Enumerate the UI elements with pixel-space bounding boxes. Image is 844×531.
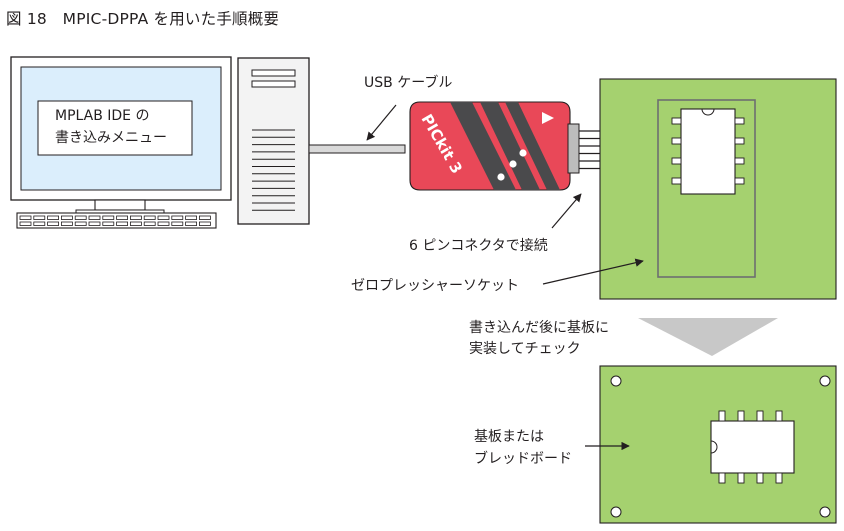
figure-title: 図 18 MPIC-DPPA を用いた手順概要 [6, 10, 280, 28]
cable-body [308, 144, 406, 154]
chip-pin [671, 137, 682, 145]
label-after-write-line-2: 実装してチェック [469, 341, 581, 357]
chip-pin [734, 137, 745, 145]
led-icon [509, 160, 517, 168]
key [116, 215, 128, 220]
label-after-write-line-1: 書き込んだ後に基板に [469, 320, 609, 336]
pc-tower [237, 57, 310, 225]
key [33, 221, 46, 226]
label-connector: 6 ピンコネクタで接続 [409, 238, 548, 254]
target-chip [710, 410, 795, 484]
mount-hole-icon [610, 506, 622, 518]
key [129, 221, 142, 226]
key [33, 215, 46, 220]
label-board-line-2: ブレッドボード [474, 451, 572, 467]
chip-notch [710, 440, 718, 454]
monitor-neck [94, 199, 146, 211]
mount-hole-icon [819, 506, 831, 518]
chip-notch [701, 108, 715, 116]
key [102, 221, 115, 226]
chip-pin [718, 410, 726, 422]
zif-socket-outline [657, 99, 756, 278]
key [143, 215, 156, 220]
big-down-arrow [638, 318, 778, 356]
key [61, 221, 73, 226]
keyboard-keys [19, 215, 211, 226]
key [47, 221, 59, 226]
drive-bay-2 [251, 80, 296, 88]
monitor [10, 56, 232, 214]
socket-chip-body [680, 108, 736, 195]
chip-pin [734, 157, 745, 165]
usb-cable [308, 144, 406, 154]
target-board [599, 365, 837, 524]
chip-pin [737, 410, 745, 422]
key [116, 221, 128, 226]
screen-text-line-2: 書き込みメニュー [55, 130, 167, 146]
target-chip-body [710, 420, 795, 474]
key [19, 215, 32, 220]
key [74, 221, 87, 226]
key [171, 221, 184, 226]
chip-pin [775, 472, 783, 484]
arrow-connector [551, 193, 582, 229]
writer-board [599, 78, 837, 300]
chip-pin [737, 472, 745, 484]
play-triangle-icon [542, 112, 554, 124]
label-zif-socket: ゼロプレッシャーソケット [351, 278, 519, 294]
target-board-pcb [599, 365, 837, 524]
screen-menu-box [37, 100, 193, 156]
key [61, 215, 73, 220]
chip-pin [756, 472, 764, 484]
programmer-stripes [450, 102, 560, 190]
chip-pin [734, 117, 745, 125]
led-icon [519, 149, 527, 157]
key [88, 215, 101, 220]
key [198, 215, 211, 220]
key [185, 215, 198, 220]
key [143, 221, 156, 226]
header-pins [579, 130, 600, 170]
key [157, 215, 170, 220]
chip-pin [775, 410, 783, 422]
key [74, 215, 87, 220]
socket-chip [671, 108, 745, 195]
programmer-connector [567, 123, 580, 174]
key [129, 215, 142, 220]
drive-bay-1 [251, 69, 296, 77]
arrow-usb-cable [366, 104, 397, 141]
screen-text-line-1: MPLAB IDE の [55, 108, 150, 124]
label-board-line-1: 基板または [474, 429, 544, 445]
programmer-device: PICkit 3 [409, 101, 580, 191]
chip-pin [734, 177, 745, 185]
led-icon [497, 173, 505, 181]
key [157, 221, 170, 226]
mount-hole-icon [610, 375, 622, 387]
key [171, 215, 184, 220]
keyboard [16, 212, 217, 229]
key [19, 221, 32, 226]
chip-pin [671, 117, 682, 125]
key [198, 221, 211, 226]
key [88, 221, 101, 226]
label-usb-cable: USB ケーブル [364, 75, 453, 91]
key [47, 215, 59, 220]
arrow-zif-socket [542, 258, 644, 285]
chip-pin [718, 472, 726, 484]
chip-pin [671, 177, 682, 185]
key [185, 221, 198, 226]
chip-pin [756, 410, 764, 422]
chip-pin [671, 157, 682, 165]
mount-hole-icon [819, 375, 831, 387]
tower-vents [252, 129, 295, 211]
key [102, 215, 115, 220]
